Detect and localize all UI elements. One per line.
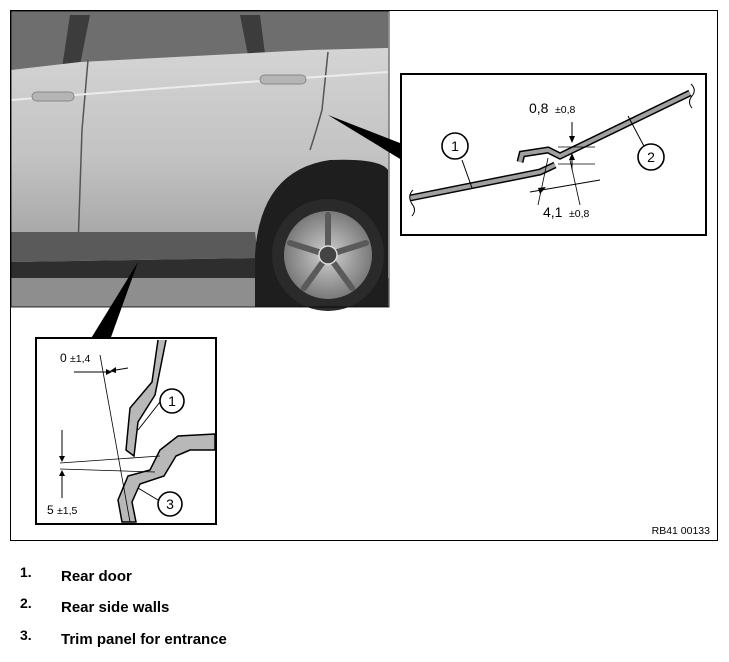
top-dim-1-value: 0,8 xyxy=(529,100,549,116)
reference-code: RB41 00133 xyxy=(652,525,711,537)
top-detail-pointer xyxy=(328,115,410,165)
diagram-figure: 1 2 0,8 ±0,8 4,1 ±0,8 1 3 xyxy=(10,10,718,541)
left-callout-circle-1 xyxy=(159,388,185,414)
legend-number: 2. xyxy=(20,595,32,611)
top-callout-1: 1 xyxy=(451,138,459,154)
left-dim-1-value: 0 xyxy=(60,351,67,365)
legend-label: Rear door xyxy=(61,568,132,585)
top-dim-2-tolerance: ±0,8 xyxy=(569,208,590,220)
top-dim-1-tolerance: ±0,8 xyxy=(555,104,576,116)
top-callout-2: 2 xyxy=(647,149,655,165)
legend-number: 1. xyxy=(20,564,32,580)
top-detail: 1 2 0,8 ±0,8 4,1 ±0,8 xyxy=(400,73,707,236)
legend-number: 3. xyxy=(20,627,32,643)
legend-label: Rear side walls xyxy=(61,599,170,616)
left-detail-pointer xyxy=(90,262,138,340)
left-callout-1: 1 xyxy=(168,393,176,409)
top-dim-2-value: 4,1 xyxy=(543,204,563,220)
left-callout-3: 3 xyxy=(166,496,174,512)
left-dim-1-tolerance: ±1,4 xyxy=(70,353,91,365)
car-photo xyxy=(10,10,390,311)
top-callout-circle-2 xyxy=(637,143,665,171)
left-dim-2-tolerance: ±1,5 xyxy=(57,505,78,517)
left-callout-circle-3 xyxy=(157,491,183,517)
left-dim-2-value: 5 xyxy=(47,503,54,517)
left-detail: 1 3 0 ±1,4 5 ±1,5 xyxy=(35,337,217,525)
top-callout-circle-1 xyxy=(441,132,469,160)
legend-label: Trim panel for entrance xyxy=(61,631,227,648)
